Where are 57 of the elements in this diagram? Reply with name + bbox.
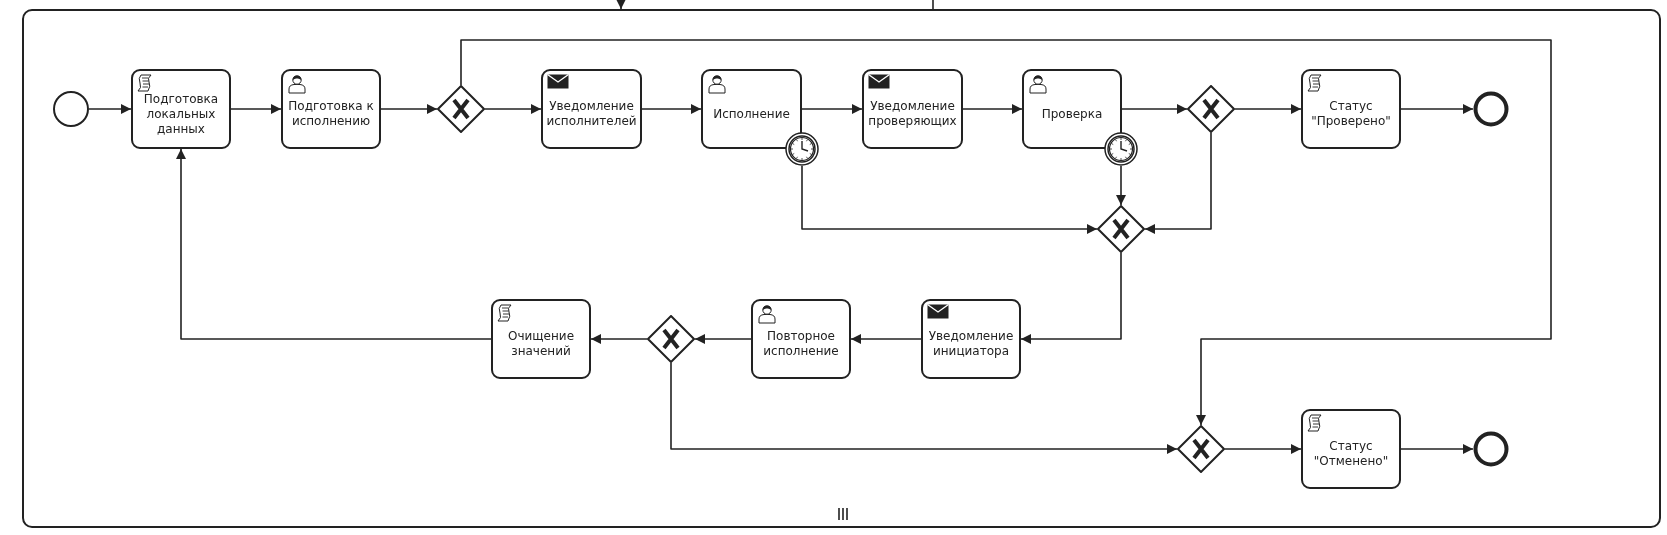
task-label: Уведомление исполнителей — [545, 99, 638, 129]
arrow — [1400, 444, 1474, 454]
task-label: Проверка — [1041, 106, 1103, 122]
task-label: Статус "Отменено" — [1312, 439, 1390, 469]
subprocess-box — [22, 9, 1661, 528]
connector-line — [932, 0, 934, 10]
end-event-circle — [1473, 431, 1509, 467]
gateway-diamond — [1097, 205, 1145, 253]
arrow — [1400, 104, 1474, 114]
task-box — [1301, 69, 1401, 149]
task-box — [491, 299, 591, 379]
task-box — [751, 299, 851, 379]
arrow — [484, 104, 542, 114]
task-box — [281, 69, 381, 149]
arrow — [801, 165, 1098, 234]
task-label: Исполнение — [713, 106, 790, 122]
arrow — [1234, 104, 1302, 114]
arrow — [1224, 444, 1302, 454]
task-box — [701, 69, 802, 149]
arrow — [670, 362, 1178, 454]
arrow — [590, 334, 648, 344]
arrow — [88, 104, 132, 114]
task-box — [921, 299, 1021, 379]
gateway-diamond — [647, 315, 695, 363]
task-label: Статус "Проверено" — [1310, 99, 1392, 129]
arrow — [176, 148, 492, 340]
arrow — [641, 104, 702, 114]
arrow — [850, 334, 922, 344]
task-label: Подготовка локальных данных — [142, 91, 220, 137]
arrow — [962, 104, 1023, 114]
task-label: Уведомление инициатора — [927, 329, 1015, 359]
arrow — [616, 0, 626, 10]
task-box — [862, 69, 963, 149]
arrow — [1020, 252, 1122, 344]
arrow — [460, 39, 1552, 426]
arrow — [1116, 165, 1126, 206]
task-label: Повторное исполнение — [762, 329, 840, 359]
arrow — [230, 104, 282, 114]
arrow — [380, 104, 438, 114]
start-event-circle — [53, 91, 89, 127]
gateway-diamond — [1177, 425, 1225, 473]
task-label: Очищение значений — [506, 329, 575, 359]
arrow — [1121, 104, 1188, 114]
timer-event-circle — [785, 132, 819, 166]
task-box — [131, 69, 231, 149]
task-box — [1301, 409, 1401, 489]
arrow — [694, 334, 752, 344]
task-box — [541, 69, 642, 149]
end-event-circle — [1473, 91, 1509, 127]
task-box — [1022, 69, 1122, 149]
task-label: Уведомление проверяющих — [867, 99, 958, 129]
arrow — [801, 104, 863, 114]
arrow — [1144, 132, 1212, 234]
gateway-diamond — [1187, 85, 1235, 133]
timer-event-circle — [1104, 132, 1138, 166]
task-label: Подготовка к исполнению — [287, 99, 375, 129]
gateway-diamond — [437, 85, 485, 133]
